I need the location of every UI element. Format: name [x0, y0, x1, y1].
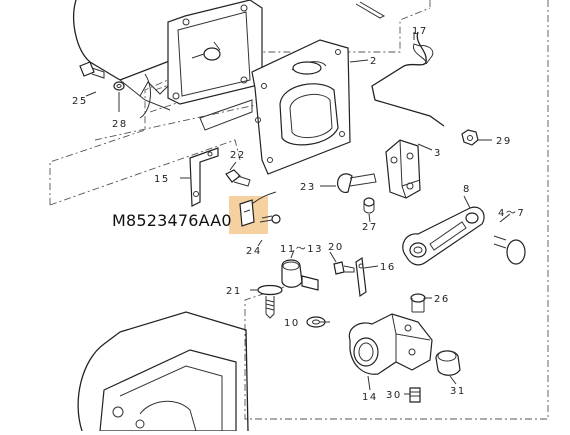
bracket-16 [355, 256, 367, 298]
leader-lines [85, 32, 511, 395]
label-21: 21 [226, 286, 242, 297]
screw-25 [79, 61, 105, 79]
nut-29 [461, 129, 479, 146]
bushing-27 [363, 197, 375, 214]
screw-22 [225, 169, 251, 187]
label-10: 10 [284, 318, 300, 329]
link-8 [402, 206, 485, 266]
label-17: 17 [412, 26, 428, 37]
motor-bottom [77, 311, 249, 432]
sensor-24 [239, 191, 281, 227]
label-15: 15 [154, 174, 170, 185]
screw-21 [257, 284, 283, 319]
crank-14 [348, 313, 433, 375]
plate-2 [251, 39, 351, 175]
block-3 [385, 139, 421, 199]
cable-strip [355, 1, 386, 19]
label-20: 20 [328, 242, 344, 253]
motor-flange [167, 0, 263, 105]
label-3: 3 [434, 148, 442, 159]
bracket-15 [189, 147, 219, 207]
screw-23 [337, 173, 377, 193]
label-8: 8 [463, 184, 471, 195]
label-16: 16 [380, 262, 396, 273]
label-26: 26 [434, 294, 450, 305]
label-4-7: 4～7 [498, 208, 525, 219]
label-28: 28 [112, 119, 128, 130]
set-screw-30 [409, 387, 421, 403]
screw-11-13 [281, 259, 319, 291]
screw-20 [333, 261, 355, 275]
label-27: 27 [362, 222, 378, 233]
label-11-13: 11～13 [280, 244, 323, 255]
part-number: M8523476AA0 [112, 211, 232, 230]
label-30: 30 [386, 390, 402, 401]
screw-26 [410, 293, 426, 313]
label-24: 24 [246, 246, 262, 257]
dashed-guide-mid [94, 103, 261, 141]
label-29: 29 [496, 136, 512, 147]
spring-17 [371, 31, 445, 127]
dashed-frame [49, 0, 549, 420]
bushing-31 [435, 350, 461, 376]
pin-4-7 [493, 235, 526, 265]
label-22: 22 [230, 150, 246, 161]
bracket-left [199, 99, 253, 131]
label-23: 23 [300, 182, 316, 193]
label-25: 25 [72, 96, 88, 107]
label-2: 2 [370, 56, 378, 67]
washer-28 [113, 81, 125, 91]
label-31: 31 [450, 386, 466, 397]
label-14: 14 [362, 392, 378, 403]
